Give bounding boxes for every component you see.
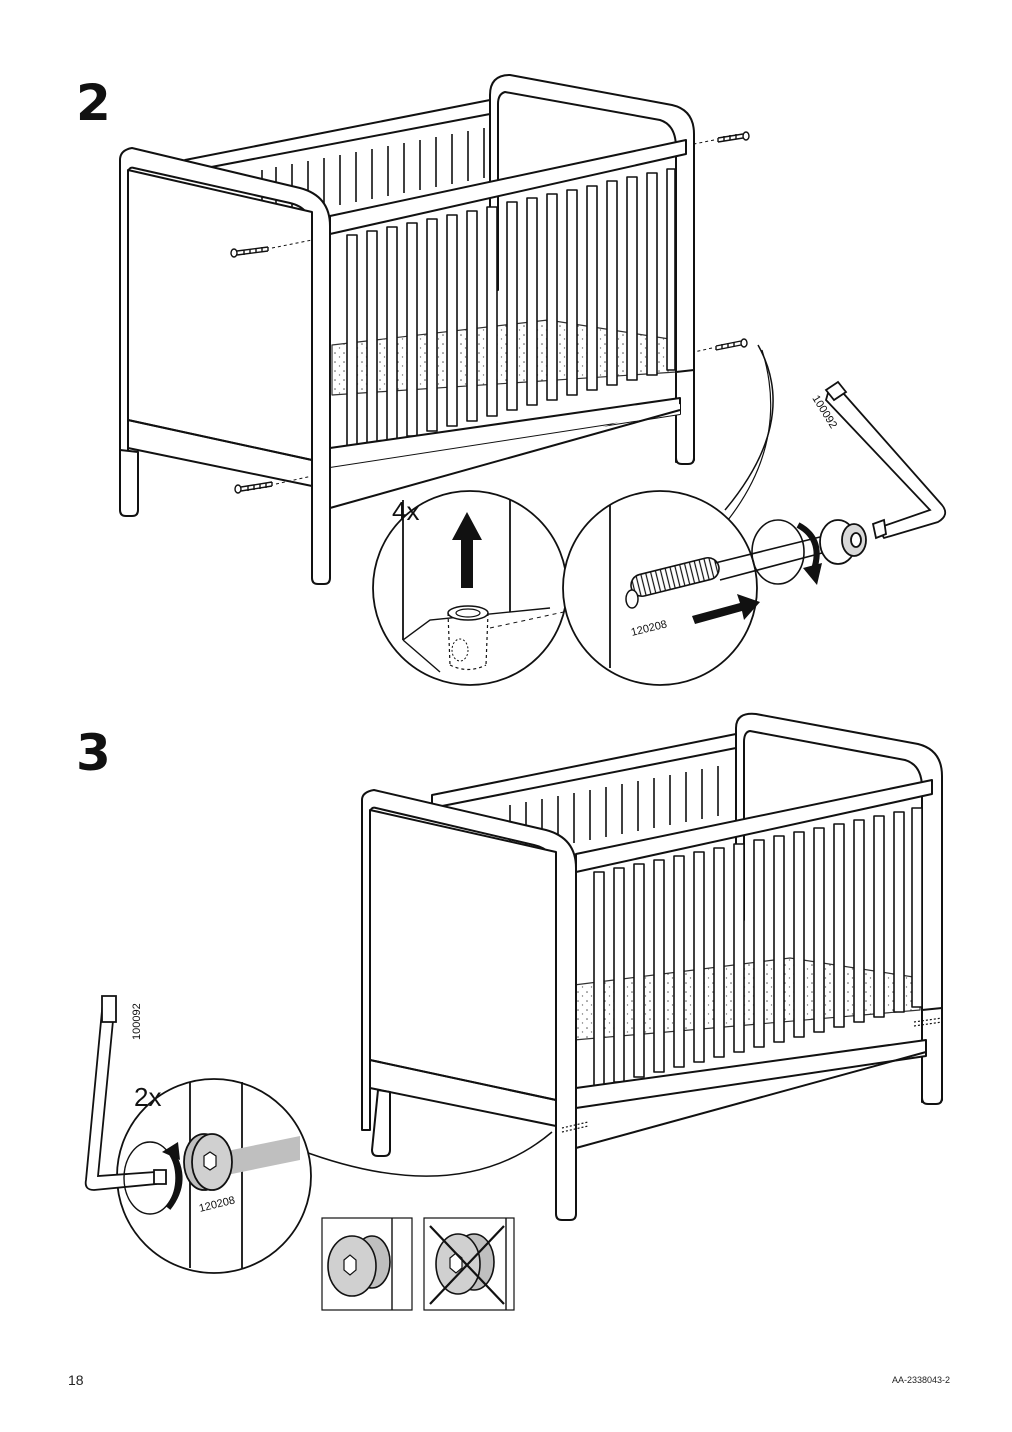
mattress-base [331,319,677,396]
screw-icon [230,239,313,258]
step-3-crib [361,712,943,1221]
mattress-base [573,957,921,1041]
screw-icon [693,131,750,145]
up-arrow-icon [452,512,482,588]
step-2-crib [119,74,750,585]
screw-icon [693,338,748,353]
bolt-detail-circle [562,490,823,686]
cross-icon [429,1225,505,1305]
step-3-allen-key-part-number: 100092 [131,1003,143,1040]
step-2-multiplier: 4x [392,496,419,526]
step-2-number: 2 [76,74,111,132]
step-3-number: 3 [76,724,111,782]
incorrect-fitting-example [423,1217,515,1311]
screw-icon [234,475,313,494]
allen-key-icon [824,380,947,540]
screw-icon [561,1017,943,1133]
right-arrow-icon [692,594,760,624]
allen-key-icon [84,995,177,1215]
step-3-multiplier: 2x [134,1082,161,1112]
page-number: 18 [68,1372,84,1388]
correct-fitting-example [321,1217,413,1311]
bolt-head [183,1133,233,1191]
bolt-head [819,519,867,565]
document-code: AA-2338043-2 [891,1375,950,1385]
